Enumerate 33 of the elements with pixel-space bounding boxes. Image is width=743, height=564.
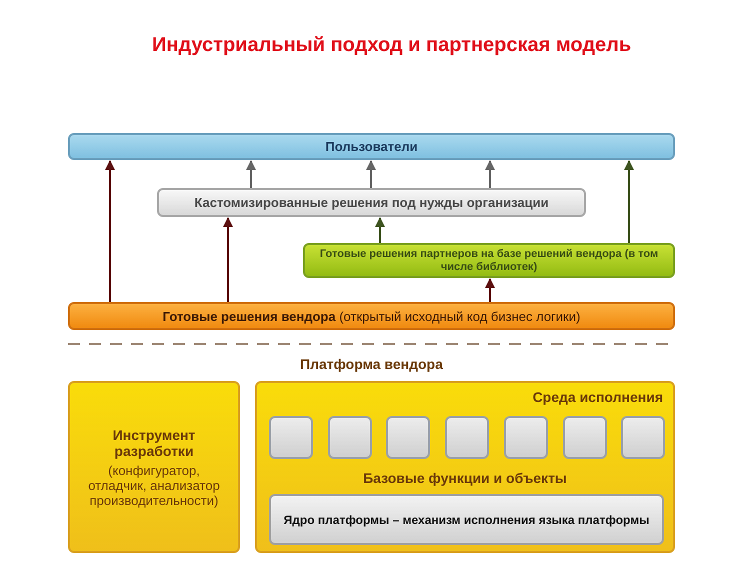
label: Пользователи bbox=[325, 139, 418, 154]
module-box bbox=[621, 416, 666, 459]
label: (конфигуратор, отладчик, анализатор производительности) bbox=[87, 462, 221, 508]
section-label: Платформа вендора bbox=[300, 356, 443, 372]
arrow bbox=[375, 217, 385, 243]
arrow bbox=[366, 160, 376, 188]
module-box bbox=[328, 416, 372, 459]
label: Ядро платформы – механизм исполнения языка платформы bbox=[284, 512, 650, 526]
platform-core-box bbox=[269, 494, 664, 545]
arrow bbox=[485, 160, 495, 188]
arrow bbox=[246, 160, 256, 188]
module-box bbox=[562, 416, 606, 459]
heading: Базовые функции и объекты bbox=[362, 470, 568, 486]
module-box bbox=[504, 416, 548, 459]
users-box bbox=[68, 133, 675, 160]
title: Индустриальный подход и партнерская модель bbox=[152, 34, 632, 57]
heading: Среда исполнения bbox=[532, 389, 663, 405]
custom-solutions-box bbox=[157, 188, 586, 217]
label: Кастомизированные решения под нужды организации bbox=[194, 195, 549, 210]
arrow bbox=[105, 160, 115, 302]
vendor-solutions-box bbox=[68, 302, 675, 330]
runtime-panel bbox=[255, 381, 675, 553]
module-box bbox=[386, 416, 430, 459]
module-box bbox=[269, 416, 313, 459]
label: Готовые решения партнеров на базе решений вендора (в том числе библиотек) bbox=[318, 248, 660, 273]
arrow bbox=[223, 217, 233, 302]
module-box bbox=[445, 416, 490, 459]
arrow bbox=[624, 160, 634, 243]
partner-solutions-box bbox=[303, 243, 675, 278]
heading: Инструмент разработки bbox=[112, 426, 196, 458]
dev-tool-panel bbox=[68, 381, 240, 553]
arrow bbox=[485, 278, 495, 302]
label: Готовые решения вендора (открытый исходный код бизнес логики) bbox=[162, 308, 580, 324]
